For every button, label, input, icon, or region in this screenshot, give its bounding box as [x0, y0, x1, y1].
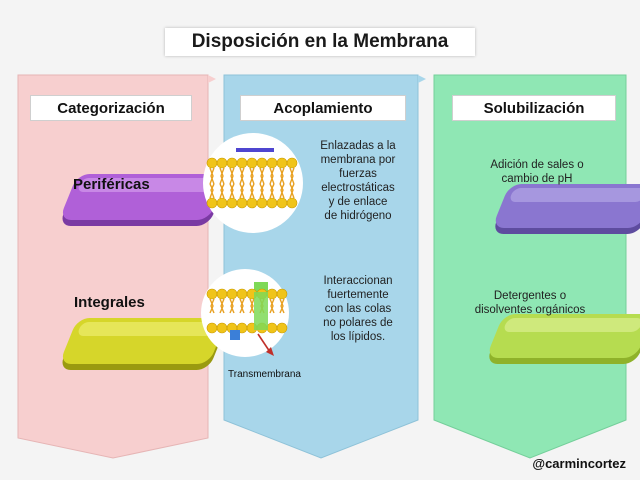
- acoplamiento-text-integrales: Interaccionan fuertemente con las colas …: [304, 274, 412, 344]
- col-categorizacion-bg: [17, 74, 209, 459]
- acop-i-line: con las colas: [324, 303, 392, 315]
- acop-p-line: electrostáticas: [321, 182, 395, 194]
- pill-solub-integrales: [489, 314, 640, 364]
- membrane-integral-icon: [201, 269, 289, 357]
- author-handle: @carmincortez: [532, 456, 626, 471]
- solubilizacion-text-integrales: Detergentes o disolventes orgánicos: [456, 289, 604, 317]
- acop-i-line: no polares de: [323, 317, 393, 329]
- solub-p-line: cambio de pH: [501, 173, 573, 185]
- col2-notch: [418, 75, 426, 83]
- acop-i-line: fuertemente: [327, 289, 389, 301]
- solub-p-line: Adición de sales o: [490, 159, 584, 171]
- acop-p-line: de hidrógeno: [324, 210, 392, 222]
- pill-integrales: [62, 318, 225, 370]
- acop-i-line: los lípidos.: [330, 331, 386, 343]
- col-acoplamiento-bg: [223, 74, 419, 459]
- pill-perifericas: [62, 174, 225, 226]
- acop-p-line: y de enlace: [328, 196, 388, 208]
- acop-i-line: Interaccionan: [323, 275, 393, 287]
- acoplamiento-text-perifericas: Enlazadas a la membrana por fuerzas elec…: [304, 139, 412, 223]
- solub-i-line: Detergentes o: [493, 290, 567, 302]
- solubilizacion-text-perifericas: Adición de sales o cambio de pH: [468, 158, 606, 186]
- pill-solub-perifericas: [495, 184, 640, 234]
- acop-p-line: Enlazadas a la: [320, 140, 396, 152]
- heading-categorizacion: Categorización: [30, 95, 192, 121]
- heading-solubilizacion: Solubilización: [452, 95, 616, 121]
- label-perifericas: Periféricas: [73, 176, 150, 193]
- acop-p-line: fuerzas: [339, 168, 377, 180]
- col1-notch: [208, 75, 216, 83]
- col-solubilizacion-bg: [433, 74, 627, 459]
- page-title: Disposición en la Membrana: [165, 28, 475, 56]
- membrane-peripheral-icon: [203, 133, 303, 233]
- heading-acoplamiento: Acoplamiento: [240, 95, 406, 121]
- solub-i-line: disolventes orgánicos: [474, 304, 586, 316]
- acop-p-line: membrana por: [320, 154, 396, 166]
- label-integrales: Integrales: [74, 294, 145, 311]
- label-transmembrana: Transmembrana: [228, 369, 301, 380]
